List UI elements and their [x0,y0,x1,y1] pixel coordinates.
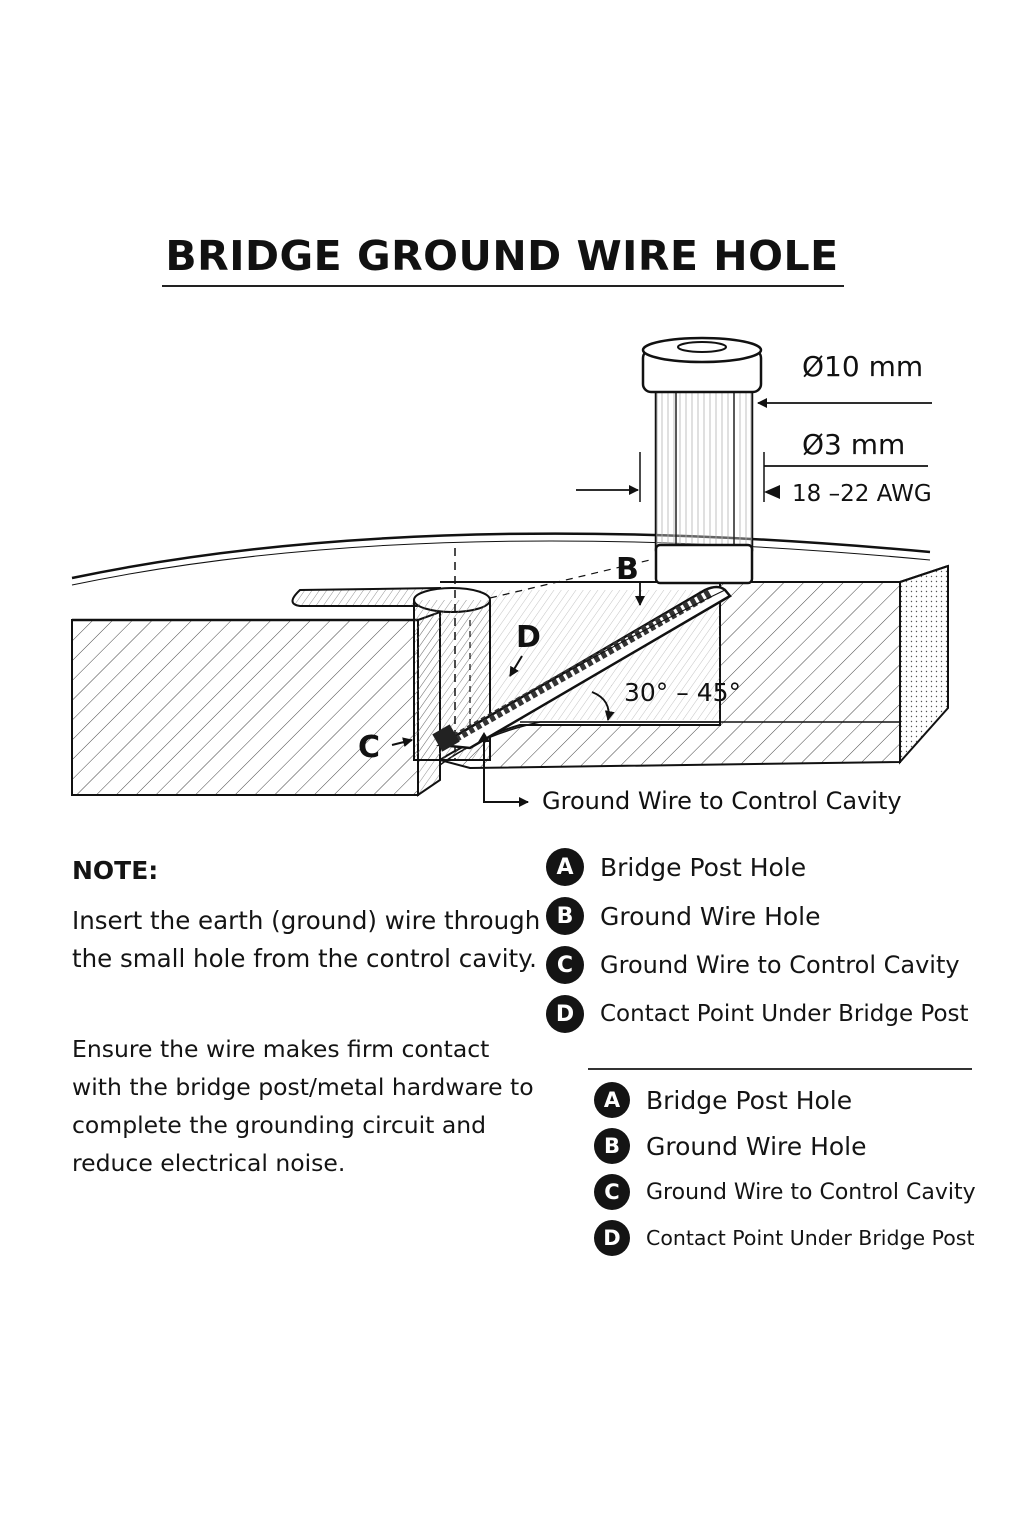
legend-label: Contact Point Under Bridge Post [600,1001,969,1027]
legend-item: B Ground Wire Hole [594,1128,867,1164]
legend-label: Ground Wire to Control Cavity [646,1179,976,1205]
legend-label: Ground Wire Hole [646,1131,867,1161]
wire-tip [432,724,460,752]
title-underline [162,285,844,287]
legend-badge: A [546,848,584,886]
legend-badge: D [594,1220,630,1256]
legend-label: Contact Point Under Bridge Post [646,1226,975,1250]
right-section-face [899,564,949,765]
ground-wire-label: Ground Wire to Control Cavity [542,787,902,815]
dim-label-outer-diameter: Ø10 mm [802,350,924,383]
legend-item: A Bridge Post Hole [546,848,806,886]
dim-label-hole-diameter: Ø3 mm [802,428,906,461]
legend-badge: A [594,1082,630,1118]
legend-item: C Ground Wire to Control Cavity [546,946,960,984]
callout-c: C [358,730,381,765]
dim-arrow-awg [764,485,780,499]
legend-badge: C [546,946,584,984]
note-paragraph-1: Insert the earth (ground) wire through t… [72,906,541,973]
bridge-post-body [654,388,754,552]
leader-c [391,737,413,748]
legend-item: B Ground Wire Hole [546,897,821,935]
dim-label-angle: 30° – 45° [624,678,742,707]
leader-ground-wire [483,735,529,807]
legend-item: D Contact Point Under Bridge Post [594,1220,975,1256]
legend-badge: B [594,1128,630,1164]
drilled-hole-body [413,600,491,761]
legend-badge: C [594,1174,630,1210]
ground-wire-braid [445,588,715,746]
legend-label: Bridge Post Hole [600,852,807,882]
callout-b: B [616,552,639,587]
dim-label-wire-gauge: 18 –22 AWG [792,481,932,507]
legend-item: D Contact Point Under Bridge Post [546,995,969,1033]
legend-label: Ground Wire Hole [600,901,821,931]
legend-item: A Bridge Post Hole [594,1082,852,1118]
left-section [71,619,419,796]
bridge-post-base [654,543,754,585]
angle-arc [591,691,615,721]
callout-d: D [516,620,541,655]
leader-d [509,655,523,677]
legend-badge: B [546,897,584,935]
note-heading: NOTE: [72,856,159,885]
body-top-curve [71,532,931,580]
legend-divider [588,1068,972,1070]
legend-item: C Ground Wire to Control Cavity [594,1174,976,1210]
body-top-curve-inner [71,540,931,586]
legend-label: Bridge Post Hole [646,1085,853,1115]
note-paragraph-2: Ensure the wire makes firm contact with … [72,1035,534,1177]
legend-label: Ground Wire to Control Cavity [600,951,960,979]
legend-badge: D [546,995,584,1033]
page-title: BRIDGE GROUND WIRE HOLE [165,232,839,280]
